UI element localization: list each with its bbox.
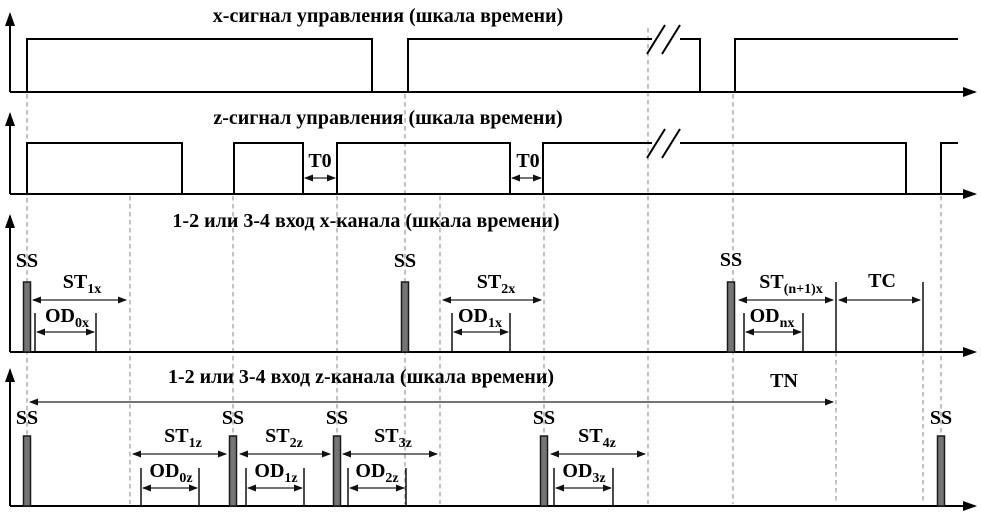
ss-pulse-z2 — [228, 435, 238, 507]
ss-pulse-x3 — [726, 281, 736, 353]
od1x-label: OD1x — [458, 305, 502, 331]
od0x-label: OD0x — [45, 305, 89, 331]
ss-z2-label: SS — [221, 407, 245, 429]
ss-pulse-x2 — [400, 281, 410, 353]
ss-pulse-z1 — [22, 435, 32, 507]
st3z-label: ST3z — [374, 425, 412, 451]
st-n1x-label: ST(n+1)x — [759, 271, 823, 297]
row2-break — [646, 128, 666, 159]
st1z-label: ST1z — [164, 425, 202, 451]
ss-pulse-x1 — [22, 281, 32, 353]
ss-x1-label: SS — [15, 250, 39, 272]
od3z-label: OD3z — [562, 460, 606, 486]
od2z-label: OD2z — [355, 460, 399, 486]
row2-title: z-сигнал управления (шкала времени) — [213, 107, 563, 129]
tc-label: TC — [868, 270, 896, 292]
row4-title: 1-2 или 3-4 вход z-канала (шкала времени… — [167, 366, 555, 388]
break-marks — [646, 24, 681, 159]
row-axes — [4, 12, 977, 511]
st4z-label: ST4z — [578, 425, 616, 451]
ss-pulse-z3 — [332, 435, 342, 507]
dimension-arrows — [29, 174, 921, 492]
row1-break — [646, 24, 666, 55]
st2x-label: ST2x — [476, 271, 516, 297]
row3-title: 1-2 или 3-4 вход х-канала (шкала времени… — [172, 210, 560, 232]
x-control-waveform — [10, 38, 958, 93]
st1x-label: ST1x — [62, 271, 102, 297]
t0-label-1: T0 — [308, 150, 332, 172]
od0z-label: OD0z — [149, 460, 193, 486]
od1z-label: OD1z — [254, 460, 298, 486]
ss-z3-label: SS — [325, 407, 349, 429]
ss-z4-label: SS — [532, 407, 556, 429]
odnx-label: ODnx — [749, 305, 795, 331]
ss-pulse-z4 — [539, 435, 549, 507]
z-control-waveform — [10, 142, 958, 195]
row1-title: х-сигнал управления (шкала времени) — [212, 5, 564, 27]
ss-x3-label: SS — [719, 249, 743, 271]
row2-break — [661, 128, 681, 159]
interval-ticks — [34, 282, 924, 506]
ss-z5-label: SS — [929, 407, 953, 429]
ss-x2-label: SS — [393, 250, 417, 272]
ss-z1-label: SS — [15, 407, 39, 429]
ss-pulse-z5 — [936, 435, 946, 507]
st2z-label: ST2z — [265, 425, 303, 451]
row1-break — [661, 24, 681, 55]
waveforms — [10, 38, 958, 195]
ss-pulses — [22, 281, 946, 507]
tn-label: TN — [770, 370, 798, 392]
t0-label-2: T0 — [516, 150, 540, 172]
